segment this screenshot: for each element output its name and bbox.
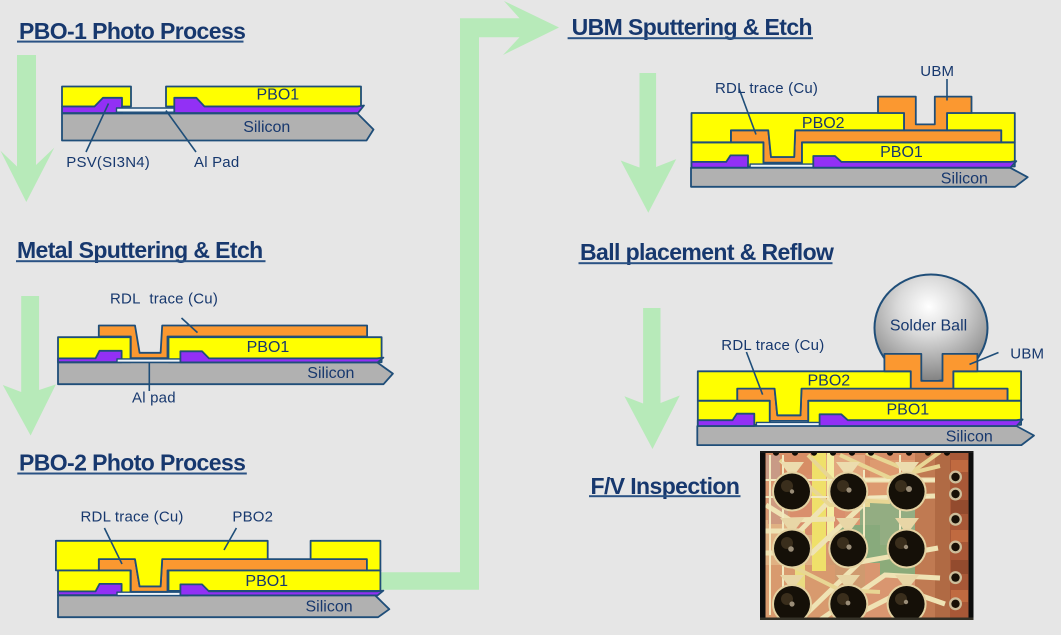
svg-text:Ball placement & Reflow: Ball placement & Reflow (580, 239, 834, 265)
svg-text:PBO1: PBO1 (257, 87, 300, 104)
svg-text:PBO2: PBO2 (802, 115, 845, 132)
svg-text:RDL trace (Cu): RDL trace (Cu) (81, 509, 184, 526)
svg-text:Metal Sputtering & Etch: Metal Sputtering & Etch (17, 237, 263, 263)
svg-text:F/V Inspection: F/V Inspection (591, 473, 740, 499)
svg-text:PBO1: PBO1 (887, 402, 930, 419)
svg-text:Solder Ball: Solder Ball (890, 318, 967, 335)
svg-text:Silicon: Silicon (307, 365, 354, 382)
svg-text:PBO-2 Photo Process: PBO-2 Photo Process (19, 450, 245, 476)
svg-text:PBO2: PBO2 (808, 373, 851, 390)
svg-text:Silicon: Silicon (941, 171, 988, 188)
svg-text:PSV(SI3N4): PSV(SI3N4) (66, 154, 150, 171)
svg-text:RDL trace (Cu): RDL trace (Cu) (721, 337, 824, 354)
svg-text:PBO1: PBO1 (247, 339, 290, 356)
svg-text:PBO1: PBO1 (245, 573, 288, 590)
svg-text:RDL trace (Cu): RDL trace (Cu) (110, 291, 218, 308)
svg-text:Silicon: Silicon (306, 598, 353, 615)
svg-text:Silicon: Silicon (946, 428, 993, 445)
svg-text:PBO2: PBO2 (232, 509, 273, 526)
svg-text:Al Pad: Al Pad (194, 154, 239, 171)
svg-text:UBM Sputtering & Etch: UBM Sputtering & Etch (572, 14, 812, 40)
svg-text:Al pad: Al pad (132, 390, 176, 407)
svg-text:PBO-1 Photo Process: PBO-1 Photo Process (19, 18, 245, 44)
svg-text:UBM: UBM (1010, 346, 1044, 363)
svg-text:RDL trace (Cu): RDL trace (Cu) (715, 80, 818, 97)
svg-text:PBO1: PBO1 (880, 144, 923, 161)
svg-text:Silicon: Silicon (243, 119, 290, 136)
svg-text:UBM: UBM (920, 63, 954, 80)
